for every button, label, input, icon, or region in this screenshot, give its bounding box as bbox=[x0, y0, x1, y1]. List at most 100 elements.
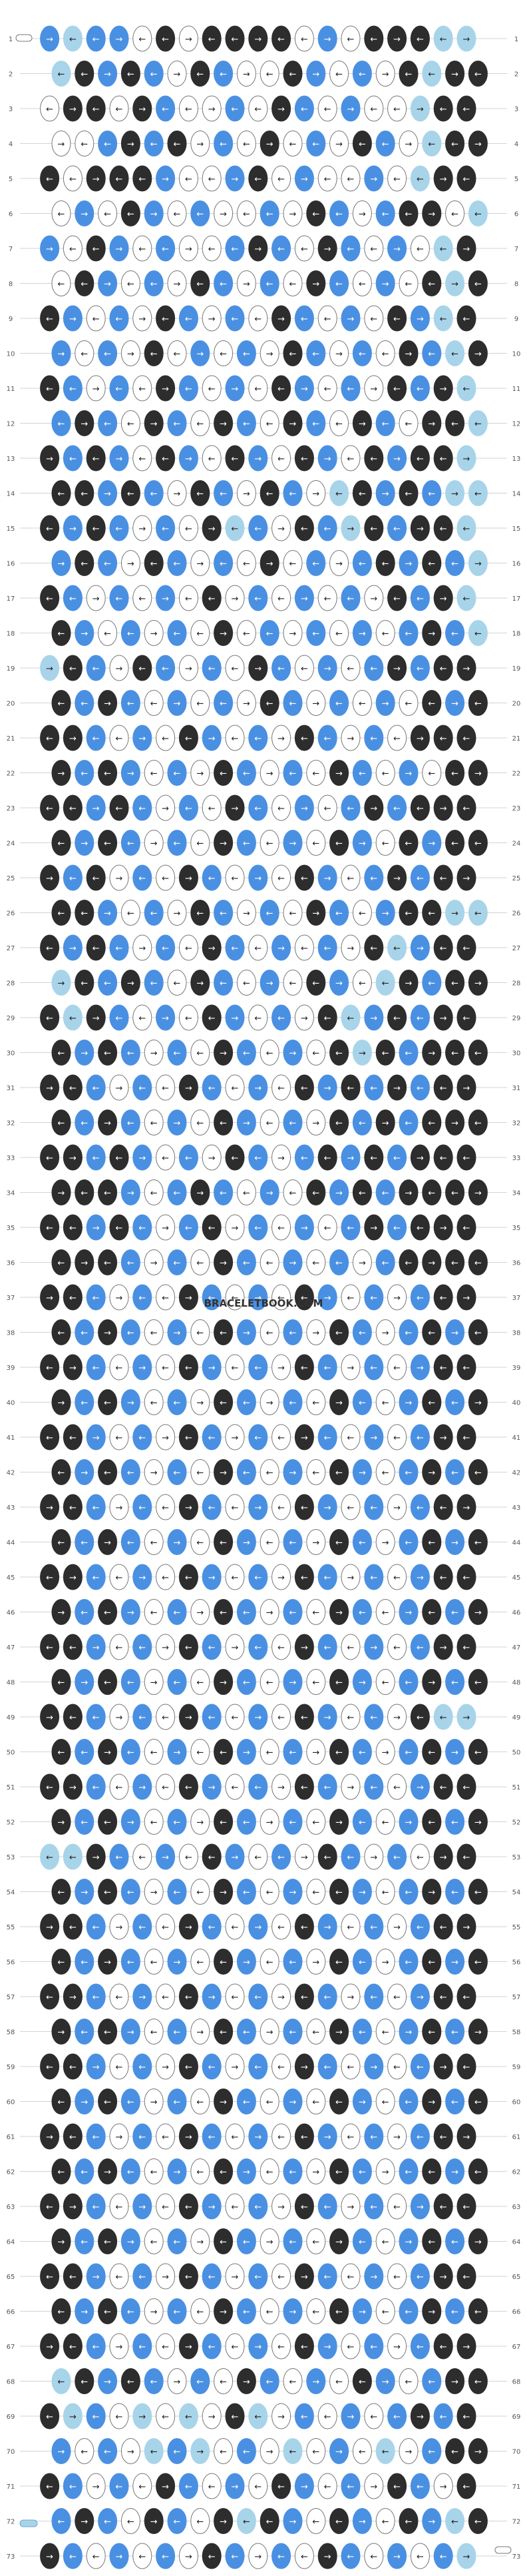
knot-direction-arrow: ← bbox=[440, 874, 447, 884]
knot-direction-arrow: → bbox=[301, 384, 308, 394]
knot bbox=[341, 375, 361, 402]
knot bbox=[352, 620, 372, 646]
knot-direction-arrow: ← bbox=[405, 280, 413, 290]
knot-direction-arrow: ← bbox=[301, 1923, 308, 1933]
knot-direction-arrow: ← bbox=[359, 1119, 366, 1129]
knot bbox=[202, 235, 222, 262]
knot-direction-arrow: ← bbox=[220, 2378, 227, 2388]
knot-direction-arrow: ← bbox=[370, 734, 377, 744]
knot-direction-arrow: → bbox=[174, 1538, 181, 1548]
knot-direction-arrow: → bbox=[277, 1993, 285, 2003]
knot-direction-arrow: ← bbox=[440, 1153, 447, 1163]
knot-direction-arrow: ← bbox=[393, 1153, 401, 1163]
row-number-left: 13 bbox=[7, 456, 15, 463]
knot-direction-arrow: → bbox=[474, 1818, 482, 1828]
knot-direction-arrow: → bbox=[417, 1573, 424, 1583]
knot-direction-arrow: ← bbox=[301, 2552, 308, 2562]
knot bbox=[132, 305, 152, 332]
knot-direction-arrow: → bbox=[185, 244, 192, 254]
knot-direction-arrow: → bbox=[254, 454, 262, 464]
knot-direction-arrow: → bbox=[185, 2132, 192, 2142]
knot-direction-arrow: ← bbox=[138, 1713, 146, 1723]
knot-direction-arrow: ← bbox=[474, 210, 482, 220]
knot-direction-arrow: ← bbox=[405, 1329, 413, 1339]
knot-direction-arrow: ← bbox=[405, 699, 413, 709]
knot bbox=[375, 131, 395, 157]
knot-direction-arrow: → bbox=[335, 2028, 343, 2038]
knot-direction-arrow: ← bbox=[324, 1573, 331, 1583]
knot-direction-arrow: ← bbox=[312, 979, 319, 989]
knot-direction-arrow: → bbox=[382, 1329, 389, 1339]
knot-direction-arrow: ← bbox=[335, 2308, 343, 2318]
knot-direction-arrow: → bbox=[46, 244, 53, 254]
knot-direction-arrow: → bbox=[196, 2238, 204, 2248]
knot-direction-arrow: ← bbox=[451, 1888, 458, 1898]
knot-direction-arrow: ← bbox=[301, 2132, 308, 2142]
knot-direction-arrow: ← bbox=[405, 909, 413, 919]
knot-direction-arrow: ← bbox=[440, 734, 447, 744]
knot bbox=[352, 131, 372, 157]
knot-direction-arrow: → bbox=[116, 2342, 123, 2352]
knot-direction-arrow: ← bbox=[312, 2447, 319, 2457]
row-number-right: 64 bbox=[512, 2239, 521, 2246]
row-number-right: 1 bbox=[514, 36, 518, 43]
knot bbox=[63, 655, 83, 681]
knot-direction-arrow: → bbox=[463, 664, 470, 674]
knot-direction-arrow: ← bbox=[174, 1399, 181, 1409]
row-number-right: 12 bbox=[512, 421, 521, 428]
knot bbox=[40, 585, 60, 611]
knot-direction-arrow: ← bbox=[405, 1958, 413, 1968]
knot-direction-arrow: → bbox=[463, 2132, 470, 2142]
knot-direction-arrow: → bbox=[417, 1993, 424, 2003]
knot-direction-arrow: → bbox=[289, 629, 297, 639]
knot-direction-arrow: ← bbox=[127, 70, 134, 80]
knot bbox=[132, 95, 152, 122]
knot-direction-arrow: ← bbox=[474, 629, 482, 639]
knot-direction-arrow: → bbox=[405, 2447, 413, 2457]
knot bbox=[468, 270, 488, 296]
knot-direction-arrow: ← bbox=[405, 1888, 413, 1898]
knot-direction-arrow: ← bbox=[116, 594, 123, 604]
knot-direction-arrow: ← bbox=[451, 420, 458, 430]
row-number-left: 68 bbox=[7, 2379, 15, 2386]
knot-direction-arrow: → bbox=[127, 1189, 134, 1199]
knot-direction-arrow: ← bbox=[69, 244, 77, 254]
knot-direction-arrow: ← bbox=[138, 2482, 146, 2492]
knot-direction-arrow: ← bbox=[104, 420, 111, 430]
knot-direction-arrow: → bbox=[220, 1888, 227, 1898]
knot-direction-arrow: ← bbox=[185, 2063, 192, 2073]
knot-direction-arrow: ← bbox=[359, 1608, 366, 1618]
knot-direction-arrow: → bbox=[116, 1923, 123, 1933]
knot-direction-arrow: ← bbox=[92, 2202, 100, 2212]
knot-direction-arrow: ← bbox=[232, 1783, 239, 1793]
knot-direction-arrow: ← bbox=[92, 1923, 100, 1933]
knot-direction-arrow: ← bbox=[324, 1643, 331, 1653]
knot-direction-arrow: → bbox=[220, 210, 227, 220]
knot-direction-arrow: ← bbox=[405, 2098, 413, 2108]
knot bbox=[156, 305, 176, 332]
knot-direction-arrow: ← bbox=[347, 1293, 355, 1303]
knot-direction-arrow: → bbox=[208, 314, 216, 324]
knot-direction-arrow: → bbox=[359, 1678, 366, 1688]
knot-direction-arrow: → bbox=[474, 1399, 482, 1409]
knot-direction-arrow: → bbox=[382, 2378, 389, 2388]
knot-direction-arrow: ← bbox=[463, 2272, 470, 2282]
row-number-right: 68 bbox=[512, 2379, 521, 2386]
knot bbox=[294, 305, 314, 332]
knot bbox=[364, 305, 384, 332]
row-number-left: 33 bbox=[7, 1155, 15, 1162]
knot-direction-arrow: → bbox=[393, 874, 401, 884]
knot-direction-arrow: ← bbox=[277, 1713, 285, 1723]
knot-direction-arrow: ← bbox=[347, 1853, 355, 1863]
knot-direction-arrow: ← bbox=[196, 280, 204, 290]
knot bbox=[410, 235, 430, 262]
knot bbox=[283, 620, 303, 646]
knot-direction-arrow: ← bbox=[208, 2482, 216, 2492]
knot-direction-arrow: → bbox=[254, 2132, 262, 2142]
knot-direction-arrow: ← bbox=[347, 874, 355, 884]
knot-direction-arrow: ← bbox=[116, 1153, 123, 1163]
row-number-left: 38 bbox=[7, 1330, 15, 1337]
row-number-right: 56 bbox=[512, 1959, 521, 1967]
knot-direction-arrow: ← bbox=[393, 1363, 401, 1373]
knot-direction-arrow: ← bbox=[463, 1643, 470, 1653]
